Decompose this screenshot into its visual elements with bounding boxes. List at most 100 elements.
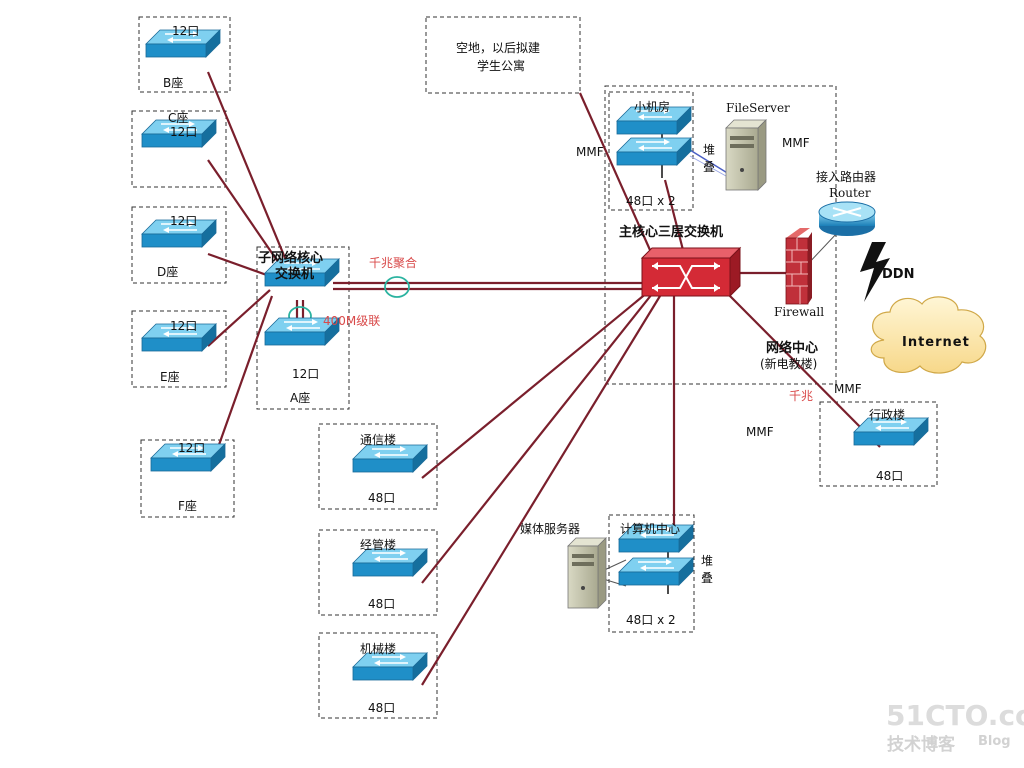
watermark-sub: 技术博客 [887,734,956,755]
box-comm [318,423,438,510]
smallroom-stack-1: 堆 [703,143,715,157]
switch-compcenter-1-icon [618,524,694,553]
smallroom-stack-2: 叠 [703,160,715,174]
d-name-label: D座 [157,264,178,279]
switch-compcenter-2-icon [618,557,694,586]
link-vacant-core [578,92,652,251]
link-mech-core [421,295,661,686]
ddn-lightning-icon [860,242,890,302]
box-c [131,110,227,188]
network-center-label-1: 网络中心 [766,340,818,356]
switch-mgmt-icon [352,548,428,577]
box-a [256,246,350,410]
b-ports-label: 12口 [172,24,199,38]
box-vacant [425,16,581,94]
box-d [131,206,227,284]
link-mgmt-core [421,293,653,584]
fileserver-icon [725,119,767,191]
e-ports-label: 12口 [170,319,197,333]
link-f-subcore [208,295,274,471]
sub-core-title-1: 子网络核心 [258,250,323,266]
compcenter-stack-2: 叠 [701,571,713,585]
router-icon [818,201,876,236]
media-server-icon [567,537,607,609]
f-ports-label: 12口 [178,441,205,455]
comm-ports-label: 48口 [368,491,395,505]
c-ports-label: 12口 [170,125,197,139]
box-mech [318,632,438,719]
d-ports-label: 12口 [170,214,197,228]
ddn-label: DDN [882,267,914,282]
c-name-label: C座 [168,110,188,125]
firewall-label: Firewall [774,305,824,319]
mech-name-label: 机械楼 [360,641,396,656]
link-d-subcore [207,252,276,280]
mech-ports-label: 48口 [368,701,395,715]
main-core-label: 主核心三层交换机 [619,224,723,240]
switch-smallroom-1-icon [616,106,692,135]
compcenter-ports-label: 48口 x 2 [626,613,676,627]
fileserver-label: FileServer [726,101,790,115]
smallroom-ports-label: 48口 x 2 [626,194,676,208]
gigabit-aggregation-label: 千兆聚合 [369,255,417,270]
gigabit-label: 千兆 [789,389,813,403]
switch-b-icon [145,29,221,58]
a-ports-label: 12口 [292,367,319,381]
switch-layer [141,29,929,681]
aggregation-ring [384,276,410,298]
sub-core-title-2: 交换机 [275,266,314,282]
box-f [140,439,235,518]
mmf-label-1: MMF [782,136,810,150]
a-name-label: A座 [290,390,310,405]
media-server-label: 媒体服务器 [520,521,580,536]
switch-a-icon [264,317,340,346]
vacant-label-1: 空地，以后拟建 [456,41,540,55]
b-name-label: B座 [163,75,183,90]
switch-f-icon [150,443,226,472]
firewall-icon [785,228,812,305]
link-layer [206,71,881,686]
switch-c-icon [141,119,217,148]
switch-subcore-icon [264,258,340,287]
box-admin [819,401,938,487]
f-name-label: F座 [178,498,197,513]
watermark-blog: Blog [978,734,1011,749]
watermark-logo: 51CTO.com [886,699,1024,732]
internet-label: Internet [902,335,970,350]
vacant-label-2: 学生公寓 [477,58,525,73]
box-compcenter [608,514,695,633]
internet-cloud-icon [870,296,987,374]
admin-ports-label: 48口 [876,469,903,483]
mgmt-ports-label: 48口 [368,597,395,611]
switch-smallroom-2-icon [616,137,692,166]
box-b [138,16,231,93]
switch-admin-icon [853,417,929,446]
smallroom-name-label: 小机房 [634,99,670,114]
cascade-label: 400M级联 [323,314,380,328]
mmf-label-4: MMF [746,425,774,439]
link-b-subcore [206,71,292,271]
compcenter-name-label: 计算机中心 [620,521,680,536]
mmf-label-2: MMF [576,145,604,159]
admin-name-label: 行政楼 [869,407,905,422]
comm-name-label: 通信楼 [360,432,396,447]
link-smallroom-core [663,179,685,251]
compcenter-stack-1: 堆 [701,554,713,568]
box-e [131,310,227,388]
mgmt-name-label: 经管楼 [360,537,396,552]
link-e-subcore [207,289,271,347]
link-comm-core [421,291,649,479]
network-center-label-2: (新电教楼) [760,356,817,371]
mmf-label-3: MMF [834,382,862,396]
switch-comm-icon [352,444,428,473]
router-label: Router [829,186,871,200]
link-c-subcore [207,159,286,273]
main-core-switch-icon [640,246,742,298]
switch-e-icon [141,323,217,352]
switch-d-icon [141,219,217,248]
switch-mech-icon [352,652,428,681]
box-mgmt [318,529,438,616]
e-name-label: E座 [160,369,180,384]
link-admin-core [727,293,881,448]
